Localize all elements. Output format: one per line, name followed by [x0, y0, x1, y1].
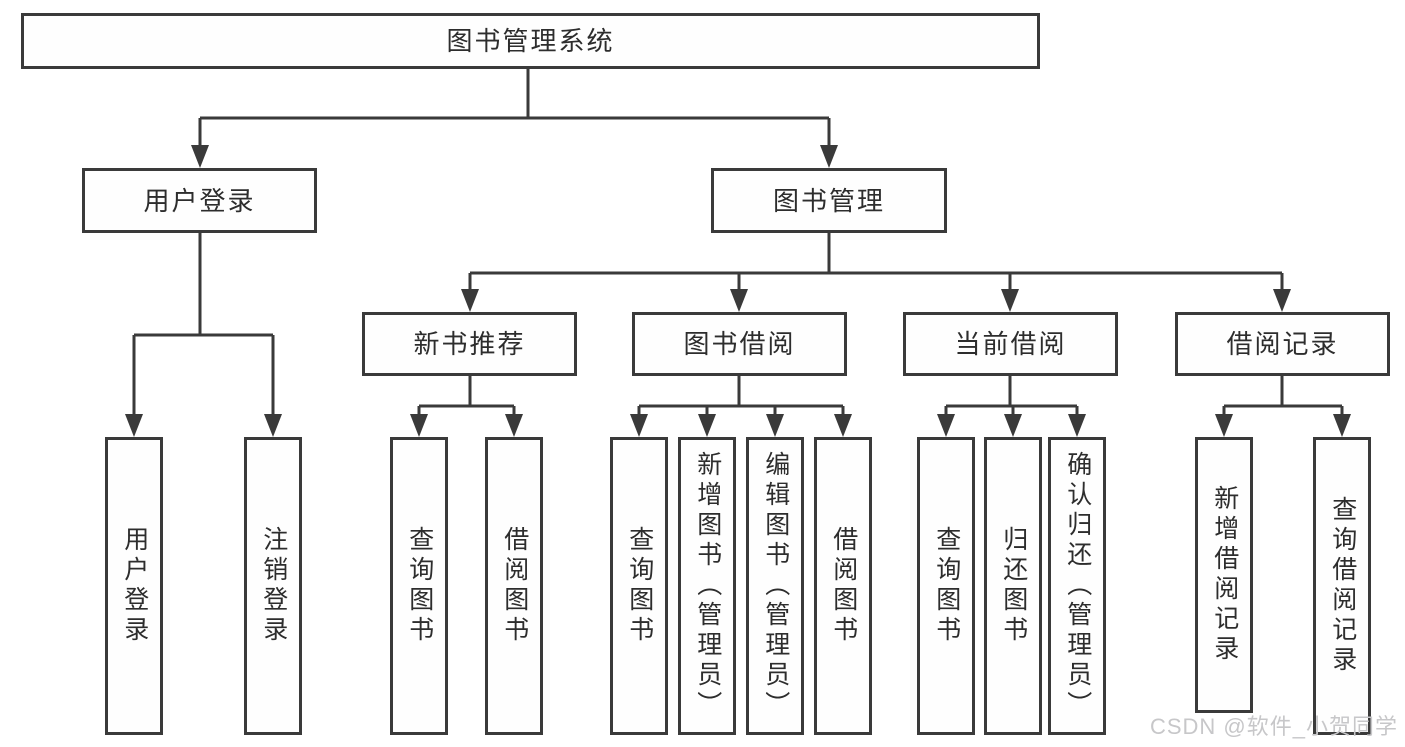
- node-user-login: 用户登录: [82, 168, 317, 233]
- leaf-confirm-return-admin: 确认归还（管理员）: [1048, 437, 1106, 735]
- node-system-root: 图书管理系统: [21, 13, 1040, 69]
- leaf-return-book: 归还图书: [984, 437, 1042, 735]
- node-label: 用户登录: [120, 526, 149, 646]
- csdn-watermark: CSDN @软件_小贺同学: [1149, 714, 1398, 739]
- node-label: 归还图书: [999, 526, 1028, 646]
- node-label: 编辑图书（管理员）: [761, 451, 790, 721]
- leaf-user-login: 用户登录: [105, 437, 163, 735]
- node-label: 当前借阅: [954, 329, 1067, 359]
- leaf-logout: 注销登录: [244, 437, 302, 735]
- connector-mgmt-to-level3: [468, 233, 1284, 295]
- node-book-management: 图书管理: [711, 168, 947, 233]
- connector-borrow-to-leaves: [637, 376, 845, 421]
- node-new-book-recommend: 新书推荐: [362, 312, 577, 376]
- connector-root-to-level2: [198, 69, 831, 150]
- connector-newrec-to-leaves: [417, 376, 516, 421]
- connector-login-to-leaves: [132, 233, 275, 421]
- node-label: 图书借阅: [683, 329, 796, 359]
- node-label: 新增图书（管理员）: [693, 451, 722, 721]
- leaf-edit-book-admin: 编辑图书（管理员）: [746, 437, 804, 735]
- node-label: 图书管理系统: [446, 26, 615, 56]
- connector-records-to-leaves: [1222, 376, 1344, 421]
- node-label: 查询图书: [625, 526, 654, 646]
- node-label: 借阅图书: [829, 526, 858, 646]
- node-label: 借阅记录: [1226, 329, 1339, 359]
- node-label: 查询图书: [932, 526, 961, 646]
- leaf-add-borrow-record: 新增借阅记录: [1195, 437, 1253, 713]
- leaf-query-borrow-record: 查询借阅记录: [1313, 437, 1371, 735]
- leaf-borrow-book: 借阅图书: [814, 437, 872, 735]
- node-current-borrow: 当前借阅: [903, 312, 1118, 376]
- connector-current-to-leaves: [944, 376, 1079, 421]
- node-borrow-records: 借阅记录: [1175, 312, 1390, 376]
- node-label: 图书管理: [772, 185, 885, 216]
- node-label: 注销登录: [259, 526, 288, 646]
- leaf-query-book-borrow: 查询图书: [610, 437, 668, 735]
- node-book-borrow: 图书借阅: [632, 312, 847, 376]
- node-label: 确认归还（管理员）: [1063, 451, 1092, 721]
- arrowheads: [125, 145, 1351, 437]
- node-label: 新书推荐: [413, 329, 526, 359]
- node-label: 查询借阅记录: [1328, 496, 1357, 676]
- leaf-query-book-recommend: 查询图书: [390, 437, 448, 735]
- leaf-add-book-admin: 新增图书（管理员）: [678, 437, 736, 735]
- node-label: 借阅图书: [500, 526, 529, 646]
- node-label: 用户登录: [143, 185, 256, 216]
- node-label: 新增借阅记录: [1210, 485, 1239, 665]
- leaf-borrow-book-recommend: 借阅图书: [485, 437, 543, 735]
- leaf-query-book-current: 查询图书: [917, 437, 975, 735]
- node-label: 查询图书: [405, 526, 434, 646]
